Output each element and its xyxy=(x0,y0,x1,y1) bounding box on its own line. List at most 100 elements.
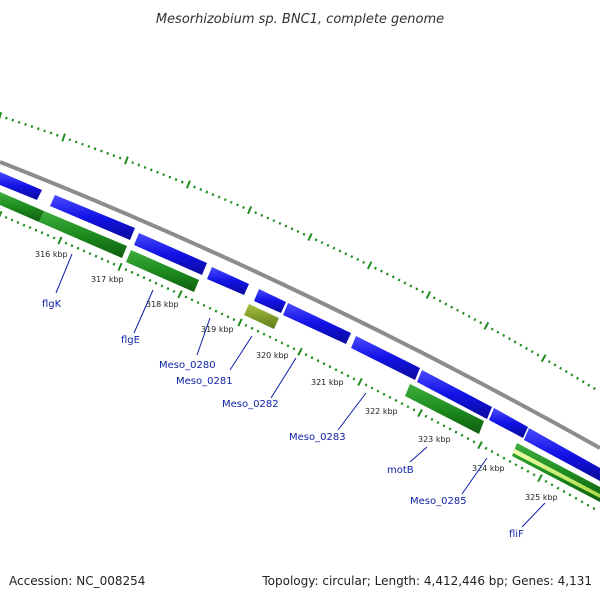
tick-mark xyxy=(564,370,568,374)
tick-mark xyxy=(461,311,465,315)
tick-mark xyxy=(93,147,97,151)
tick-mark xyxy=(236,203,239,207)
tick-mark xyxy=(74,140,78,144)
tick-mark xyxy=(382,392,386,396)
tick-mark xyxy=(30,125,34,129)
forward-cds-feature xyxy=(50,195,135,240)
gene-leader-lines xyxy=(55,253,546,528)
tick-mark xyxy=(52,236,56,240)
tick-label: 319 kbp xyxy=(201,325,234,334)
gene-label-fliF[interactable]: fliF xyxy=(509,529,524,540)
gene-label-meso-0281[interactable]: Meso_0281 xyxy=(176,376,233,387)
tick-mark xyxy=(10,218,14,222)
tick-mark xyxy=(580,500,584,504)
tick-mark xyxy=(307,232,313,242)
tick-mark xyxy=(22,223,26,227)
tick-mark xyxy=(302,232,306,236)
tick-mark xyxy=(220,312,224,316)
tick-mark xyxy=(100,149,103,153)
tick-mark xyxy=(185,180,191,189)
tick-mark xyxy=(417,409,423,418)
tick-mark xyxy=(168,175,172,179)
gene-label-meso-0282[interactable]: Meso_0282 xyxy=(222,399,279,410)
gene-label-flgE[interactable]: flgE xyxy=(121,335,140,346)
tick-mark xyxy=(484,446,488,450)
gene-label-motB[interactable]: motB xyxy=(387,465,414,476)
inner-tick-ring xyxy=(0,210,596,511)
tick-mark xyxy=(467,314,471,318)
tick-mark xyxy=(226,315,230,319)
olive-feature xyxy=(244,304,279,329)
tick-mark xyxy=(448,427,452,431)
tick-mark xyxy=(190,298,194,302)
tick-mark xyxy=(256,329,260,333)
tick-mark xyxy=(438,299,442,303)
tick-mark xyxy=(328,365,332,369)
tick-mark xyxy=(540,354,547,363)
tick-mark xyxy=(490,327,494,331)
leader-line xyxy=(196,317,211,356)
tick-mark xyxy=(68,138,72,142)
tick-mark xyxy=(409,284,413,288)
tick-mark xyxy=(280,341,284,345)
tick-mark xyxy=(130,270,134,274)
tick-mark xyxy=(61,133,66,142)
tick-mark xyxy=(346,374,350,378)
tick-mark xyxy=(456,308,459,312)
tick-mark xyxy=(496,330,500,334)
tick-mark xyxy=(124,156,129,165)
tick-mark xyxy=(34,228,38,232)
tick-mark xyxy=(450,305,454,309)
position-ticks: 316 kbp 317 kbp 318 kbp 319 kbp 320 kbp … xyxy=(35,250,558,502)
forward-cds-feature xyxy=(0,172,42,200)
gene-label-meso-0285[interactable]: Meso_0285 xyxy=(410,496,467,507)
tick-mark xyxy=(260,213,264,217)
tick-mark xyxy=(250,326,254,330)
tick-mark xyxy=(266,216,270,220)
tick-mark xyxy=(118,156,122,160)
tick-mark xyxy=(403,281,407,285)
tick-mark xyxy=(508,459,512,463)
tick-label: 317 kbp xyxy=(91,275,124,284)
tick-mark xyxy=(148,278,152,282)
tick-mark xyxy=(520,466,524,470)
tick-mark xyxy=(444,302,448,306)
tick-mark xyxy=(46,233,50,237)
tick-mark xyxy=(11,118,15,122)
tick-mark xyxy=(208,306,212,310)
gene-labels: flgK flgE Meso_0280 Meso_0281 Meso_0282 … xyxy=(42,299,524,540)
tick-mark xyxy=(16,220,20,225)
tick-mark xyxy=(519,343,523,347)
tick-mark xyxy=(436,421,440,425)
tick-mark xyxy=(5,116,8,120)
tick-label: 320 kbp xyxy=(256,351,289,360)
tick-mark xyxy=(4,215,8,220)
tick-mark xyxy=(424,414,428,418)
tick-mark xyxy=(70,244,74,248)
tick-mark xyxy=(199,187,203,192)
tick-mark xyxy=(581,380,585,384)
gene-label-meso-0283[interactable]: Meso_0283 xyxy=(289,432,346,443)
gene-label-flgK[interactable]: flgK xyxy=(42,299,62,310)
tick-mark xyxy=(136,273,140,277)
tick-mark xyxy=(442,424,446,428)
leader-line xyxy=(521,502,546,528)
tick-mark xyxy=(536,353,540,357)
tick-mark xyxy=(415,287,419,291)
tick-mark xyxy=(87,144,91,148)
tick-mark xyxy=(397,278,401,282)
tick-mark xyxy=(297,347,303,356)
tick-mark xyxy=(205,190,209,194)
gene-label-meso-0280[interactable]: Meso_0280 xyxy=(159,360,216,371)
tick-label: 325 kbp xyxy=(525,493,558,502)
tick-mark xyxy=(364,383,368,387)
tick-mark xyxy=(320,241,324,245)
tick-mark xyxy=(406,405,410,409)
tick-label: 322 kbp xyxy=(365,407,398,416)
tick-mark xyxy=(242,205,245,210)
tick-mark xyxy=(352,377,356,381)
tick-mark xyxy=(507,337,511,341)
tick-mark xyxy=(237,318,243,327)
tick-mark xyxy=(477,441,483,450)
